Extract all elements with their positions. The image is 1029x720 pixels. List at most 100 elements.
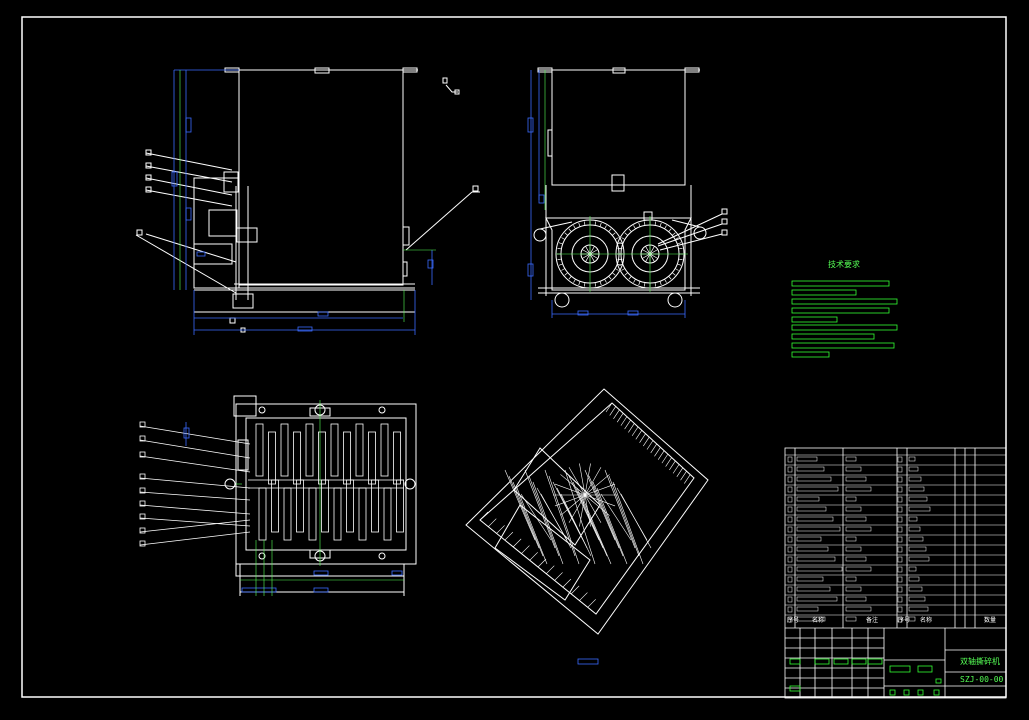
parts-row-name xyxy=(796,506,827,512)
parts-row-seq xyxy=(897,616,903,623)
iso-hatch-line xyxy=(584,469,616,541)
tech-requirements-lines xyxy=(791,280,898,358)
parts-row-seq xyxy=(897,486,903,493)
iso-edge-tick xyxy=(554,572,563,581)
iso-edge-tick xyxy=(570,585,580,595)
parts-row-note xyxy=(845,596,867,602)
iso-hatch-line xyxy=(504,469,536,541)
blade-lower xyxy=(258,487,267,541)
blade-upper xyxy=(305,423,314,477)
iso-hatch-line xyxy=(612,481,644,565)
gear-tooth xyxy=(678,247,683,250)
parts-row-seq xyxy=(897,596,903,603)
iso-edge-tick xyxy=(496,525,505,534)
gear-tooth xyxy=(633,225,636,230)
parts-row-note xyxy=(845,516,867,522)
gear-tooth xyxy=(654,282,657,287)
blade-upper xyxy=(293,431,301,485)
iso-edge-tick xyxy=(624,419,631,430)
gear-tooth xyxy=(558,242,563,245)
parts-row-note xyxy=(845,586,862,592)
gear-tooth xyxy=(561,237,566,240)
parts-row-seq xyxy=(787,586,793,593)
parts-row-seq xyxy=(897,496,903,503)
iso-edge-tick xyxy=(684,474,691,484)
parts-row-name xyxy=(796,486,839,492)
parts-list-header-name-right: 名称 xyxy=(920,616,932,624)
parts-row-seq xyxy=(787,486,793,493)
iso-edge-tick xyxy=(665,457,672,467)
gear-tooth xyxy=(617,247,622,250)
iso-rotor-line xyxy=(560,494,586,516)
gear-tooth xyxy=(614,237,619,240)
parts-row-name xyxy=(796,536,822,542)
side-view-centerlines xyxy=(544,70,688,292)
plan-view-extension-lines xyxy=(236,400,404,596)
blade-upper xyxy=(280,423,289,477)
parts-row-note xyxy=(845,526,872,532)
gear-tooth xyxy=(617,258,622,261)
iso-rotor-line xyxy=(584,494,610,516)
parts-row-note xyxy=(845,566,872,572)
iso-edge-tick xyxy=(646,440,654,450)
gear-tooth xyxy=(578,222,581,227)
parts-row-note xyxy=(845,466,862,472)
title-block-green-marks xyxy=(789,658,942,696)
isometric-view-hatch xyxy=(479,402,691,608)
blade-upper xyxy=(318,431,326,485)
blade-upper xyxy=(380,423,389,477)
iso-hatch-line xyxy=(600,493,632,541)
gear-tooth xyxy=(583,282,586,287)
parts-row-seq xyxy=(897,506,903,513)
iso-edge-tick xyxy=(529,552,538,561)
iso-rotor-line xyxy=(584,467,602,496)
gear-tooth xyxy=(664,225,667,230)
iso-hatch-line xyxy=(548,475,580,565)
gear-tooth xyxy=(677,263,682,266)
parts-row-seq xyxy=(897,606,903,613)
blade-upper xyxy=(343,431,351,485)
gear-tooth xyxy=(628,228,632,233)
parts-row-seq xyxy=(787,456,793,463)
front-view xyxy=(135,67,480,333)
iso-edge-tick xyxy=(639,433,646,443)
iso-edge-tick xyxy=(521,545,530,554)
gear-tooth xyxy=(633,278,636,283)
gear-tooth xyxy=(564,272,569,276)
parts-row-name xyxy=(908,456,916,462)
iso-edge-tick xyxy=(661,453,669,464)
parts-row-name xyxy=(796,456,818,462)
plan-view-dimensions xyxy=(183,422,403,593)
gear-tooth xyxy=(643,282,646,287)
gear-tooth xyxy=(561,268,566,271)
iso-edge-tick xyxy=(479,511,489,521)
parts-row-name xyxy=(796,576,824,582)
parts-row-seq xyxy=(897,536,903,543)
plan-view xyxy=(224,395,417,596)
gear-tooth xyxy=(618,263,623,266)
gear-tooth xyxy=(608,275,612,280)
gear-tooth xyxy=(671,272,676,276)
iso-hatch-line xyxy=(544,469,576,557)
gear-tooth xyxy=(594,221,597,226)
parts-row-note xyxy=(845,476,867,482)
parts-list-header-seq-right: 序号 xyxy=(898,616,910,624)
iso-hatch-line xyxy=(608,475,640,557)
iso-hatch-line xyxy=(520,493,552,541)
iso-rotor-line xyxy=(560,474,586,496)
iso-rotor-line xyxy=(554,483,586,496)
parts-list-header-note-left: 备注 xyxy=(866,616,878,624)
iso-rotor-line xyxy=(584,494,616,507)
iso-hatch-line xyxy=(528,475,560,557)
parts-row-note xyxy=(845,456,857,462)
iso-edge-tick xyxy=(676,467,684,477)
gear-tooth xyxy=(604,278,607,283)
parts-row-seq xyxy=(897,566,903,573)
parts-row-name xyxy=(796,596,838,602)
parts-row-name xyxy=(796,466,825,472)
iso-rotor-line xyxy=(568,494,586,523)
parts-row-seq xyxy=(787,476,793,483)
parts-row-name xyxy=(908,596,926,602)
gear-tooth xyxy=(611,272,616,276)
gear-tooth xyxy=(643,221,646,226)
